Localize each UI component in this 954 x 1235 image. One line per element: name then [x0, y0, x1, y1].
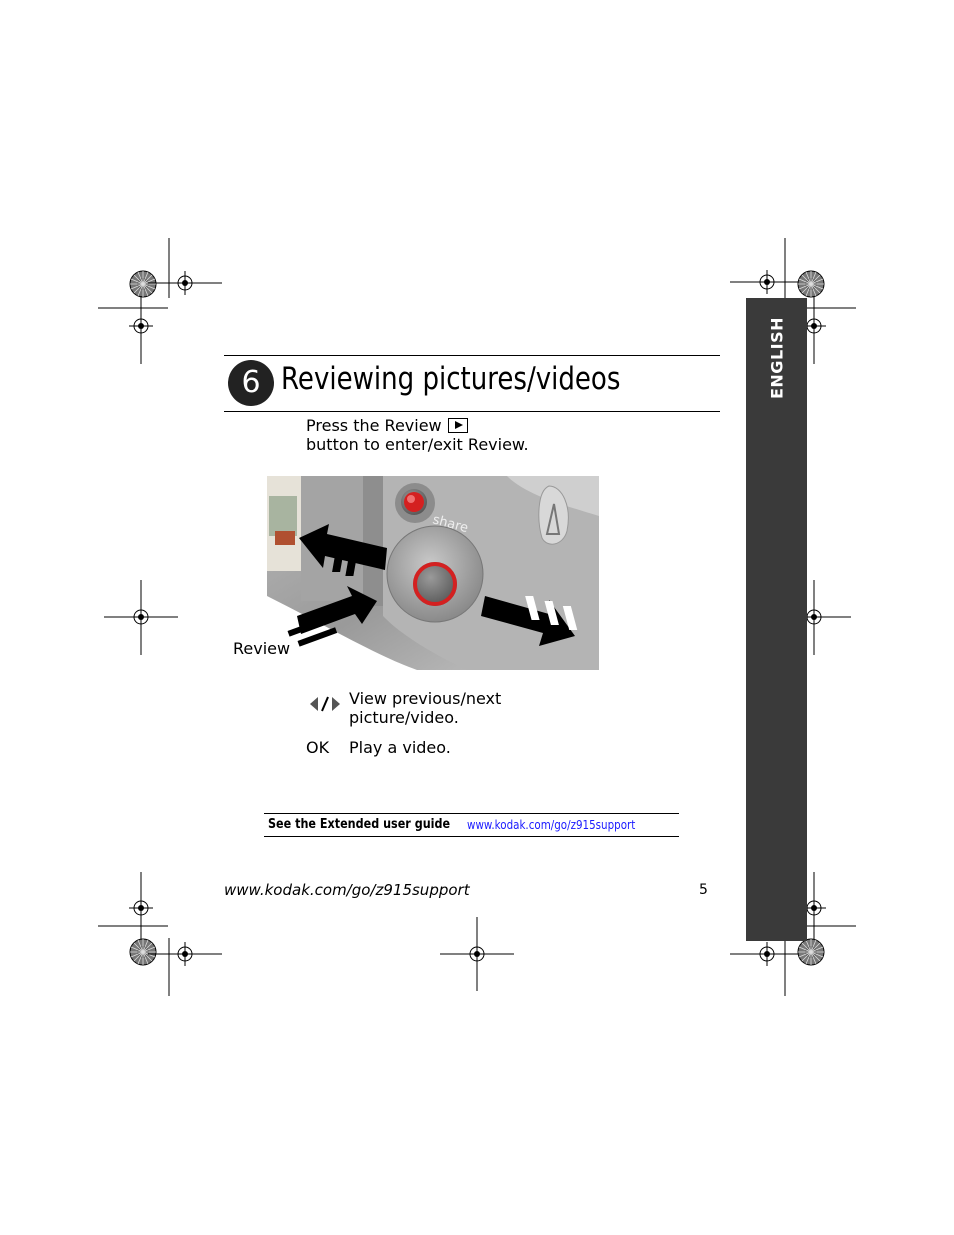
- intro-line-1: Press the Review: [306, 416, 442, 435]
- extended-guide-label: See the Extended user guide: [268, 817, 451, 832]
- extended-guide-link[interactable]: www.kodak.com/go/z915support: [467, 818, 636, 832]
- intro-line-2: button to enter/exit Review.: [306, 435, 529, 454]
- control-description-navigate: View previous/next picture/video.: [349, 689, 501, 727]
- control-description-ok: Play a video.: [349, 738, 451, 757]
- review-button-icon: [447, 418, 468, 433]
- header-top-rule: [224, 355, 720, 356]
- intro-text: Press the Review button to enter/exit Re…: [306, 416, 529, 454]
- left-right-arrows-icon: [310, 696, 340, 712]
- language-tab-label: ENGLISH: [767, 316, 786, 400]
- language-tab: [746, 298, 807, 941]
- page-number: 5: [699, 882, 708, 898]
- header-bottom-rule: [224, 411, 720, 412]
- control-navigate-line-1: View previous/next: [349, 689, 502, 708]
- control-key-ok: OK: [306, 738, 330, 757]
- camera-illustration: share: [267, 476, 599, 670]
- footer-url: www.kodak.com/go/z915support: [224, 881, 470, 899]
- control-navigate-line-2: picture/video.: [349, 708, 459, 727]
- page-title: Reviewing pictures/videos: [281, 361, 621, 397]
- guide-bottom-rule: [264, 836, 679, 837]
- guide-top-rule: [264, 813, 679, 814]
- section-number-badge: 6: [228, 360, 274, 406]
- review-callout-label: Review: [233, 639, 291, 658]
